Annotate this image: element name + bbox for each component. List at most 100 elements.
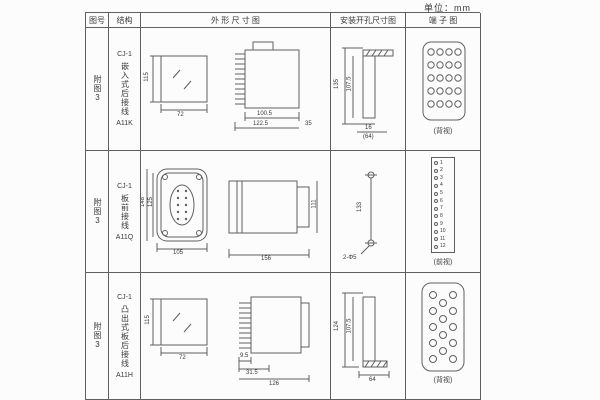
view-direction-label: (前视) [433, 259, 453, 266]
mounting-drawing-a11q [360, 171, 377, 255]
terminal-strip-front: 1 2 3 4 5 6 7 8 9 10 11 12 [431, 157, 455, 253]
side-view-relay-body [239, 296, 310, 354]
terminal-row: 8 [434, 213, 452, 219]
terminal-number: 11 [440, 235, 446, 242]
row3-structure-model: CJ-1 [117, 293, 132, 301]
row1-mounting-cell: 107.5 135 16 (64) [331, 28, 406, 151]
outline-drawing-a11k [150, 41, 300, 131]
row1-figure-number: 附图3 [93, 75, 102, 103]
side-view-cylinder [228, 180, 310, 234]
row2-fig-no-cell: 附图3 [86, 151, 109, 273]
side-view-relay-body [235, 41, 300, 109]
terminal-number: 9 [440, 220, 443, 227]
terminal-row: 11 [434, 236, 452, 242]
dim-label-height: 115 [144, 315, 151, 325]
header-fig-no-label: 图号 [89, 15, 105, 25]
dim-label-height: 115 [143, 72, 150, 82]
row3-outline-cell: 115 72 9.5 31.5 126 [141, 273, 331, 400]
row2-structure-model: CJ-1 [117, 182, 132, 190]
dim-label-inner-height: 107.5 [346, 318, 353, 334]
terminal-circle [434, 222, 438, 226]
row2-structure-code: A11Q [115, 233, 134, 241]
dim-label-overall-height: 135 [334, 78, 341, 90]
row2-structure-name: 板前接线 [120, 193, 130, 230]
terminal-circle [434, 229, 438, 234]
terminal-circles [429, 291, 457, 363]
terminal-number: 2 [440, 167, 443, 174]
dim-label-pin: 9.5 [240, 353, 249, 359]
row1-structure-model: CJ-1 [117, 51, 132, 58]
terminal-diagram-rear-a11h [421, 282, 465, 372]
terminal-circle [434, 237, 438, 242]
row3-structure-cell: CJ-1 凸出式板后接线 A11H [109, 273, 141, 400]
dim-label-outer-height: 124 [334, 320, 341, 332]
terminal-number: 4 [440, 182, 443, 189]
dim-label-small-width: 16 [365, 125, 372, 131]
spec-table: 图号 结构 外 形 尺 寸 图 安装开孔尺寸图 端 子 图 附图3 CJ-1 嵌… [85, 12, 481, 400]
dim-label-large-width: (64) [363, 134, 374, 140]
header-structure-label: 结构 [116, 15, 133, 25]
terminal-row: 5 [434, 191, 452, 197]
terminal-row: 12 [434, 244, 452, 250]
row3-mounting-cell: 107.5 124 64 [331, 273, 406, 400]
row1-outline-cell: 115 72 100.5 122.5 35 [141, 28, 331, 151]
dim-label-width: 72 [179, 355, 186, 361]
dim-label-outer-height: 148 [141, 196, 147, 208]
terminal-circles [427, 48, 462, 108]
terminal-row: 6 [434, 198, 452, 204]
header-outline-label: 外 形 尺 寸 图 [211, 15, 260, 25]
row2-figure-number: 附图3 [93, 197, 102, 226]
header-cell-fig-no: 图号 [86, 13, 109, 28]
header-cell-mounting: 安装开孔尺寸图 [331, 13, 406, 28]
front-view-square [160, 298, 208, 346]
header-cell-outline: 外 形 尺 寸 图 [141, 13, 331, 28]
header-mounting-label: 安装开孔尺寸图 [340, 15, 396, 25]
terminal-row: 3 [434, 175, 452, 181]
terminal-circle [434, 199, 438, 204]
row2-structure-cell: CJ-1 板前接线 A11Q [109, 151, 141, 273]
dim-label-overall: 126 [269, 381, 280, 387]
dim-label-cutout-height: 107.5 [346, 76, 353, 92]
terminal-number: 3 [440, 174, 443, 181]
row1-fig-no-cell: 附图3 [86, 28, 109, 151]
terminal-number: 5 [440, 190, 443, 196]
mounting-holes [360, 171, 377, 255]
terminal-circle [434, 161, 438, 165]
dimension-lines [150, 298, 310, 382]
view-direction-label: (背视) [433, 128, 453, 135]
row2-outline-cell: 148 125 105 156 111 [141, 151, 331, 273]
row3-structure-name: 凸出式板后接线 [120, 304, 130, 368]
dim-label-hole-size: 2-Φ5 [343, 255, 357, 261]
terminal-number: 12 [440, 243, 446, 250]
unit-label: 单位：mm [424, 3, 471, 13]
terminal-row: 7 [434, 206, 452, 212]
terminal-number: 1 [440, 159, 443, 166]
terminal-number: 6 [440, 197, 443, 204]
terminal-row: 4 [434, 183, 452, 189]
dim-label-body: 100.5 [257, 111, 273, 117]
terminal-circle [434, 206, 438, 211]
terminal-circle [434, 244, 438, 249]
row3-fig-no-cell: 附图3 [86, 273, 109, 400]
dim-label-side-height: 111 [311, 199, 318, 209]
dim-label-depth: 35 [305, 121, 312, 127]
terminal-row: 1 [434, 160, 452, 166]
outline-drawing-a11h [150, 296, 310, 382]
terminal-number: 7 [440, 205, 443, 212]
row1-structure-name: 嵌入式后接线 [120, 62, 130, 116]
terminal-circle [434, 191, 438, 196]
dim-label-bottom-width: 64 [369, 377, 376, 383]
row3-figure-number: 附图3 [93, 322, 102, 350]
dim-label-length: 156 [261, 256, 272, 262]
dim-label-hole-spacing: 133 [357, 201, 364, 213]
terminal-row: 9 [434, 221, 452, 227]
dimension-lines [146, 169, 318, 258]
dim-label-inner-height: 125 [148, 196, 155, 208]
terminal-circle [434, 176, 438, 181]
row1-structure-code: A11K [116, 120, 133, 127]
header-cell-structure: 结构 [109, 13, 141, 28]
row3-terminal-cell: (背视) [406, 273, 481, 400]
terminal-circle [434, 214, 438, 219]
row1-terminal-cell: (背视) [406, 28, 481, 151]
